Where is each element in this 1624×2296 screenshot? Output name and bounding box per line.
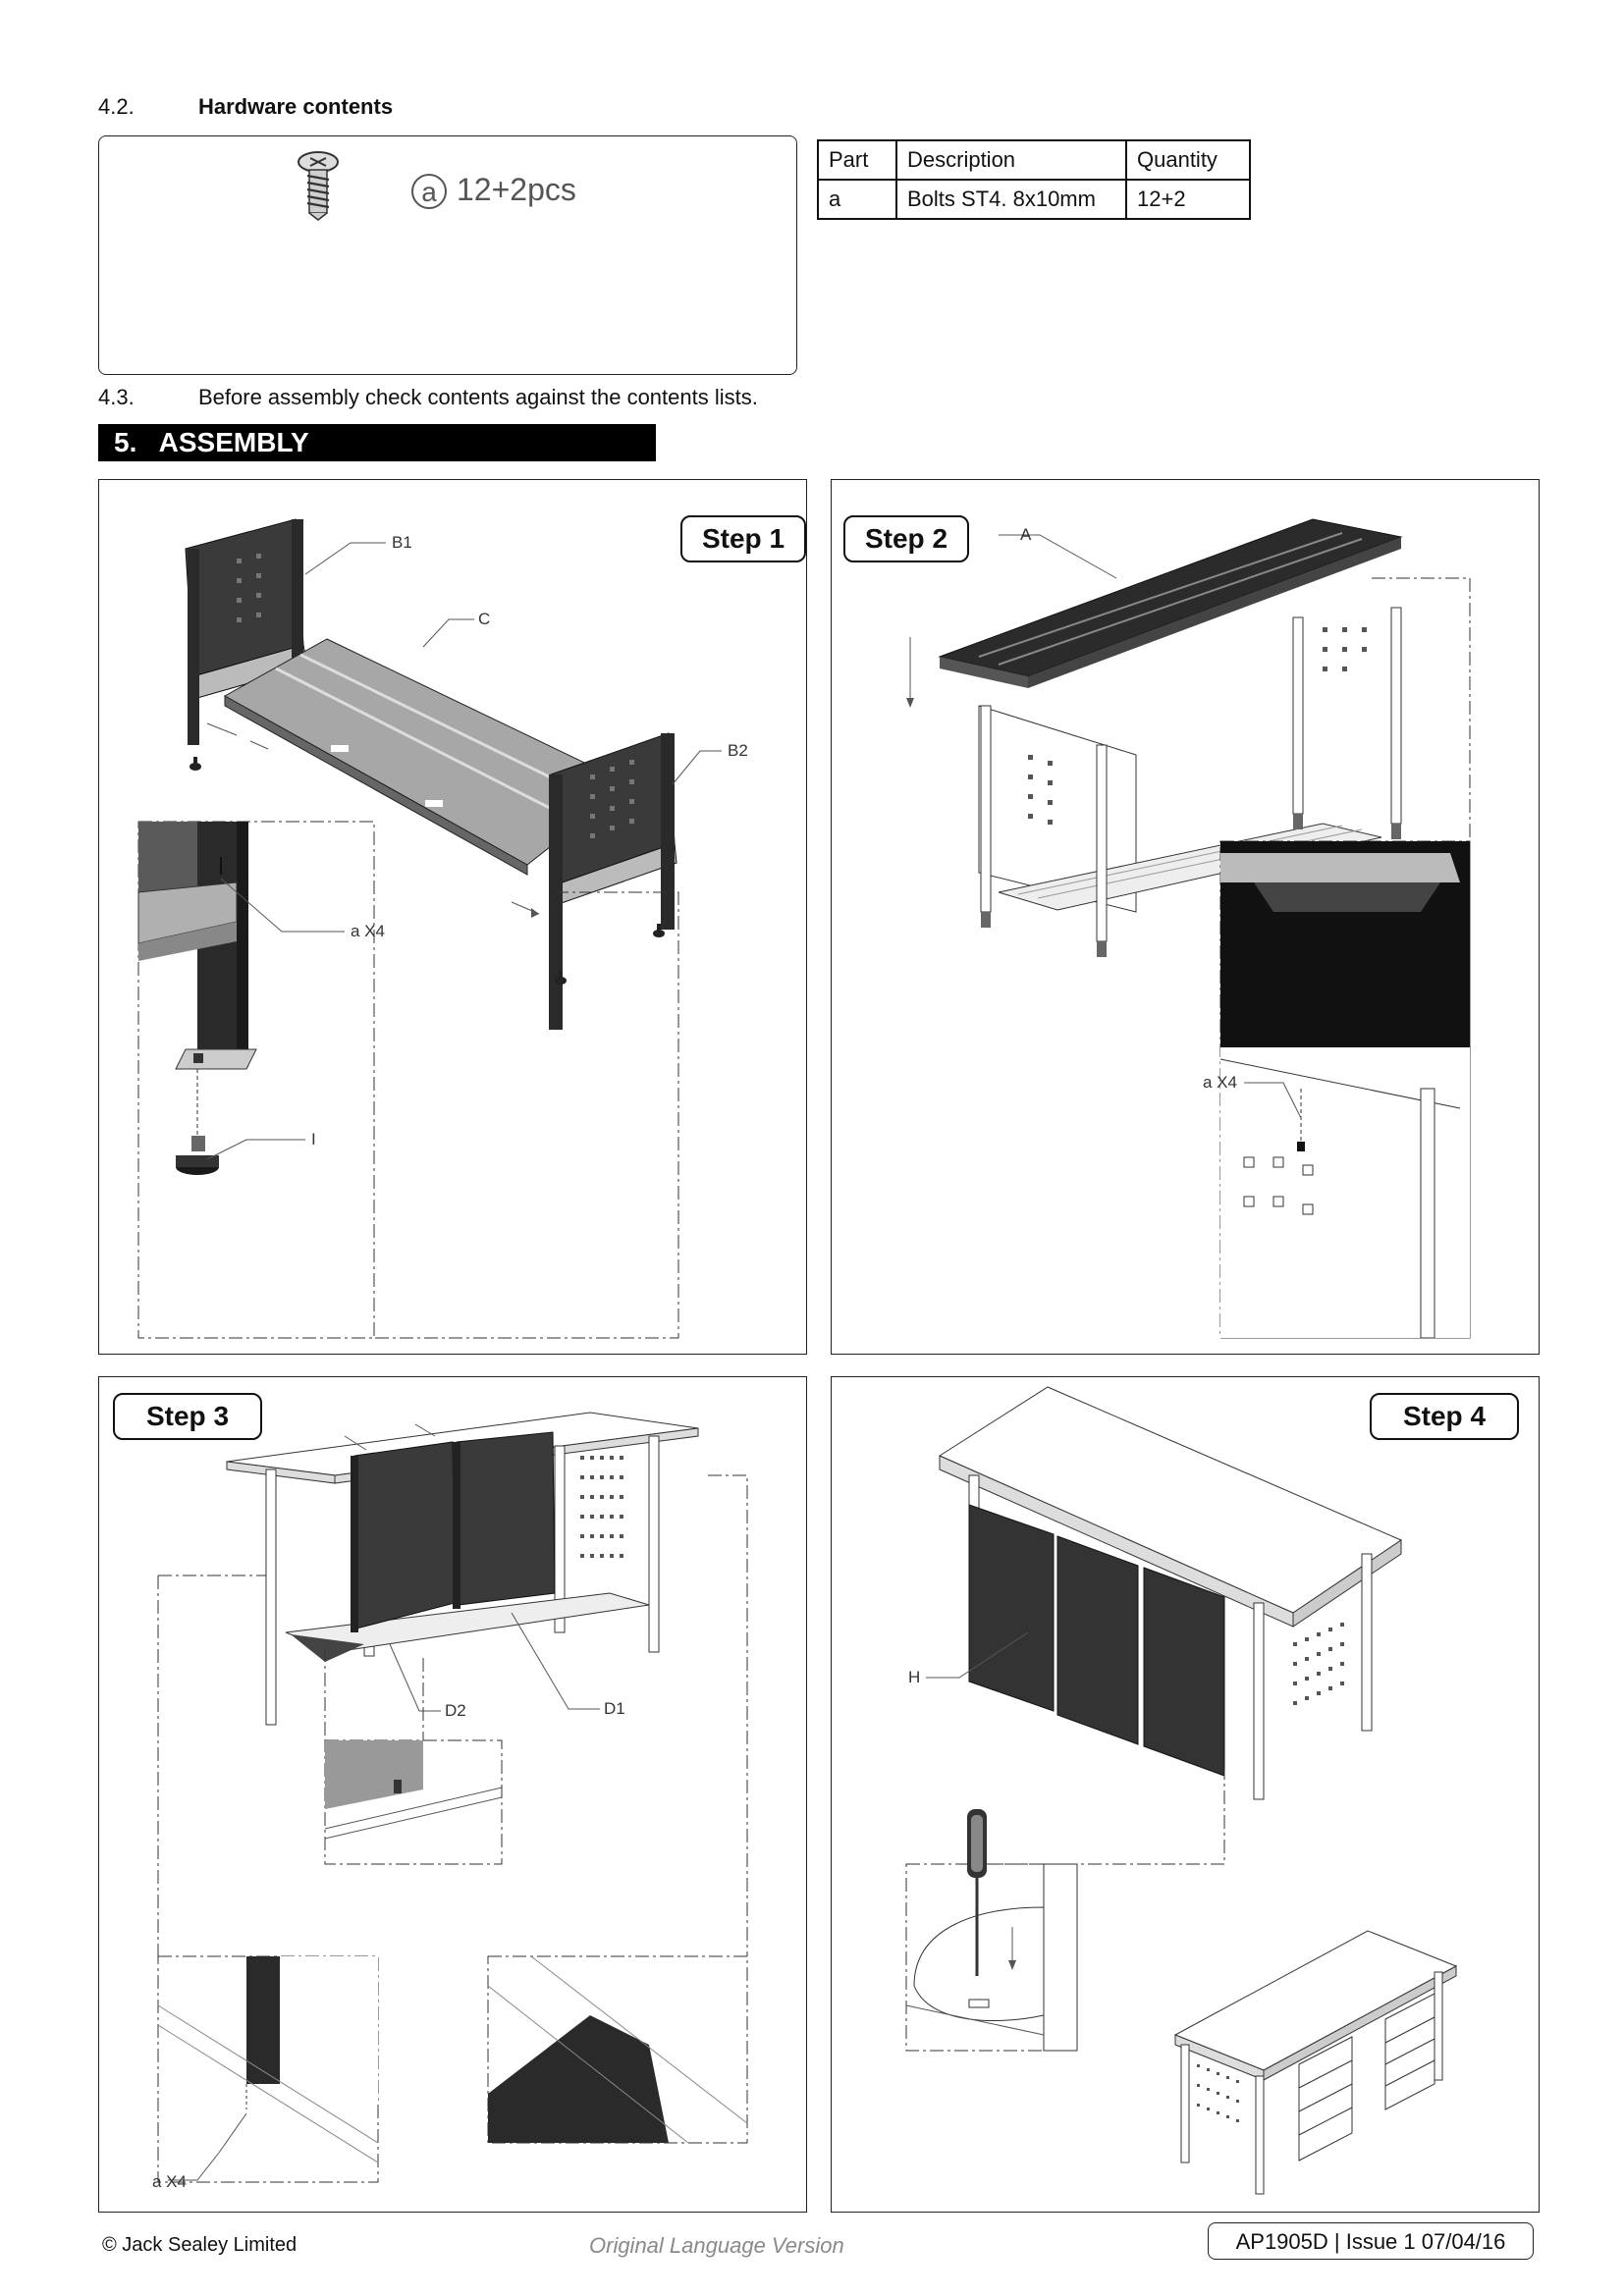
step-3-badge: Step 3 [113, 1393, 262, 1440]
item-quantity-label: 12+2pcs [457, 172, 576, 207]
step-2-badge: Step 2 [843, 515, 969, 562]
step-3-panel: Step 3 [98, 1376, 807, 2213]
cell-quantity: 12+2 [1125, 179, 1251, 220]
step-1-badge: Step 1 [680, 515, 806, 562]
callout-d2: D2 [445, 1701, 466, 1720]
step-4-panel: Step 4 [831, 1376, 1540, 2213]
section-5-banner: 5. ASSEMBLY [98, 424, 656, 461]
cell-description: Bolts ST4. 8x10mm [895, 179, 1127, 220]
section-4-3-text: Before assembly check contents against t… [198, 385, 758, 409]
callout-a-x4: a X4 [351, 922, 385, 940]
step-1-illustration [137, 518, 722, 1339]
table-header-row: Part Description Quantity [817, 139, 1251, 181]
callout-i: I [311, 1130, 316, 1148]
callout-h: H [908, 1668, 921, 1686]
callout-d1: D1 [604, 1699, 625, 1718]
step-4-badge: Step 4 [1370, 1393, 1519, 1440]
callout-b1: B1 [392, 533, 412, 552]
callout-b2: B2 [728, 741, 748, 760]
step-2-panel: Step 2 [831, 479, 1540, 1355]
section-title-hardware-contents: Hardware contents [198, 94, 394, 119]
section-number-4-2: 4.2. [98, 94, 135, 119]
bolt-icon [298, 151, 339, 221]
header-quantity: Quantity [1125, 139, 1251, 181]
section-number-4-3: 4.3. [98, 385, 135, 409]
cell-part: a [817, 179, 897, 220]
parts-table: Part Description Quantity a Bolts ST4. 8… [817, 139, 1251, 220]
table-row: a Bolts ST4. 8x10mm 12+2 [817, 179, 1251, 220]
footer-document-reference: AP1905D | Issue 1 07/04/16 [1208, 2222, 1534, 2260]
header-part: Part [817, 139, 897, 181]
callout-a: A [1020, 525, 1032, 544]
callout-c: C [478, 610, 491, 628]
footer-copyright: © Jack Sealey Limited [102, 2234, 298, 2256]
item-letter-badge: a [411, 174, 447, 209]
header-description: Description [895, 139, 1127, 181]
hardware-contents-box: a 12+2pcs [98, 135, 797, 375]
callout-a-x4: a X4 [152, 2172, 187, 2191]
step-4-illustration [905, 1386, 1458, 2195]
step-1-panel: Step 1 [98, 479, 807, 1355]
callout-a-x4: a X4 [1203, 1073, 1237, 1092]
step-3-illustration [157, 1412, 748, 2183]
step-2-illustration [906, 518, 1471, 1339]
footer-language-note: Original Language Version [589, 2233, 844, 2258]
